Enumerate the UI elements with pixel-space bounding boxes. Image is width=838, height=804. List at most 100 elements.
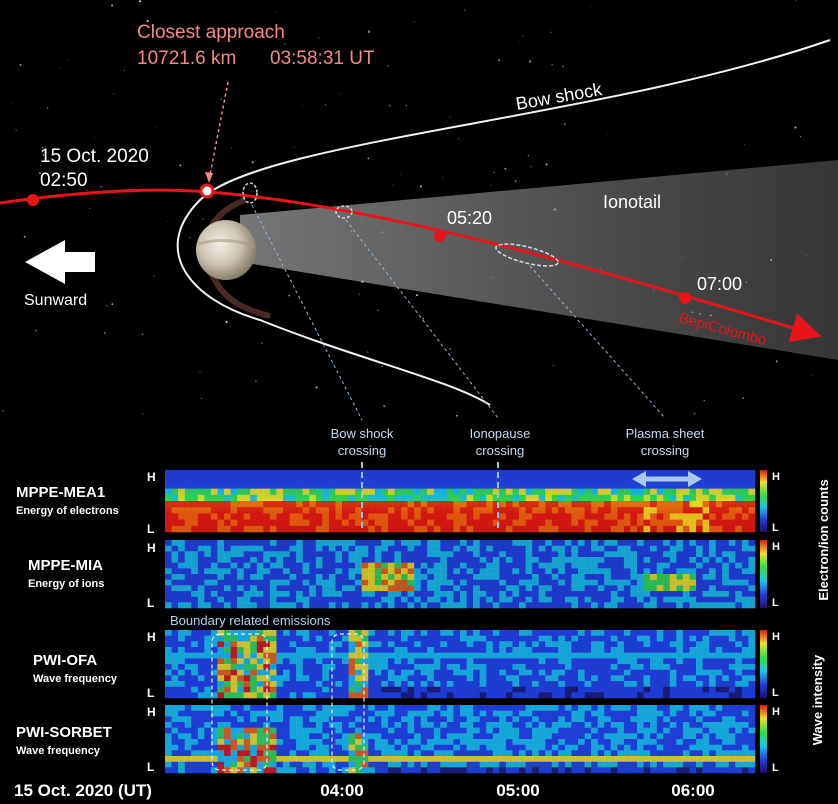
spectrogram-cell (519, 494, 526, 502)
spectrogram-cell (250, 482, 258, 489)
spectrogram-cell (361, 568, 369, 575)
spectrogram-cell (735, 488, 743, 496)
spectrogram-cell (361, 675, 369, 682)
spectrogram-cell (728, 630, 736, 636)
spectrogram-cell (473, 641, 480, 648)
spectrogram-cell (184, 705, 192, 711)
spectrogram-cell (473, 494, 480, 502)
spectrogram-cell (564, 756, 572, 762)
star (212, 198, 213, 200)
spectrogram-cell (224, 681, 231, 687)
spectrogram-cell (197, 557, 205, 563)
spectrogram-cell (676, 482, 684, 489)
spectrogram-cell (210, 750, 218, 757)
spectrogram-cell (342, 525, 349, 533)
spectrogram-cell (283, 658, 290, 665)
spectrogram-cell (682, 540, 690, 546)
spectrogram-cell (237, 568, 244, 575)
spectrogram-cell (591, 647, 598, 653)
spectrogram-cell (709, 727, 716, 734)
spectrogram-cell (250, 630, 258, 636)
spectrogram-cell (623, 476, 631, 483)
spectrogram-cell (355, 733, 362, 740)
spectrogram-cell (191, 681, 199, 687)
spectrogram-cell (735, 551, 743, 558)
spectrogram-cell (302, 722, 310, 728)
spectrogram-cell (387, 750, 395, 757)
spectrogram-cell (355, 641, 362, 648)
spectrogram-cell (309, 761, 317, 768)
spectrogram-cell (538, 727, 546, 734)
spectrogram-cell (597, 494, 605, 502)
spectrogram-cell (322, 630, 330, 636)
spectrogram-cell (453, 647, 461, 653)
spectrogram-cell (696, 705, 703, 711)
spectrogram-cell (302, 602, 310, 609)
spectrogram-cell (696, 630, 703, 636)
spectrogram-cell (473, 716, 480, 723)
spectrogram-cell (709, 761, 716, 768)
spectrogram-cell (689, 733, 697, 740)
spectrogram-cell (394, 664, 402, 670)
spectrogram-cell (335, 482, 343, 489)
spectrogram-cell (689, 739, 697, 745)
spectrogram-cell (669, 568, 677, 575)
spectrogram-cell (473, 767, 480, 774)
spectrogram-cell (722, 675, 730, 682)
spectrogram-cell (296, 630, 303, 636)
spectrogram-cell (460, 761, 467, 768)
spectrogram-cell (407, 545, 415, 552)
spectrogram-cell (709, 596, 716, 603)
spectrogram-cell (505, 727, 513, 734)
spectrogram-cell (663, 641, 671, 648)
spectrogram-cell (479, 681, 487, 687)
spectrogram-cell (191, 525, 199, 533)
spectrogram-cell (322, 739, 330, 745)
spectrogram-cell (224, 513, 231, 520)
spectrogram-cell (433, 519, 441, 527)
spectrogram-cell (486, 705, 494, 711)
spectrogram-cell (630, 641, 638, 648)
spectrogram-cell (682, 692, 690, 699)
spectrogram-cell (748, 652, 756, 659)
spectrogram-cell (178, 585, 185, 592)
star (10, 102, 12, 104)
spectrogram-cell (650, 641, 657, 648)
spectrogram-cell (296, 686, 303, 693)
spectrogram-cell (538, 750, 546, 757)
spectrogram-cell (715, 756, 723, 762)
spectrogram-cell (630, 635, 638, 642)
spectrogram-cell (610, 525, 618, 533)
spectrogram-cell (263, 545, 271, 552)
spectrogram-cell (191, 756, 199, 762)
spectrogram-cell (276, 744, 284, 751)
spectrogram-cell (715, 750, 723, 757)
spectrogram-cell (440, 692, 448, 699)
spectrogram-cell (650, 551, 657, 558)
spectrogram-cell (191, 494, 199, 502)
spectrogram-cell (224, 767, 231, 774)
spectrogram-cell (197, 686, 205, 693)
spectrogram-cell (446, 579, 454, 586)
spectrogram-cell (210, 710, 218, 717)
spectrogram-cell (512, 686, 520, 693)
spectrogram-cell (289, 669, 297, 676)
spectrogram-cell (433, 574, 441, 580)
spectrogram-cell (374, 739, 382, 745)
spectrogram-cell (256, 507, 264, 514)
spectrogram-cell (217, 585, 225, 592)
spectrogram-cell (250, 686, 258, 693)
spectrogram-cell (269, 602, 277, 609)
spectrogram-cell (656, 591, 664, 597)
spectrogram-cell (650, 727, 657, 734)
ionopause-crossing-label-1: Ionopause (470, 426, 531, 441)
spectrogram-cell (414, 551, 421, 558)
spectrogram-cell (250, 596, 258, 603)
spectrogram-cell (519, 710, 526, 717)
spectrogram-cell (473, 722, 480, 728)
spectrogram-cell (335, 705, 343, 711)
ofa-panel-desc: Wave frequency (33, 673, 118, 685)
spectrogram-cell (283, 686, 290, 693)
spectrogram-cell (741, 710, 749, 717)
spectrogram-cell (735, 557, 743, 563)
